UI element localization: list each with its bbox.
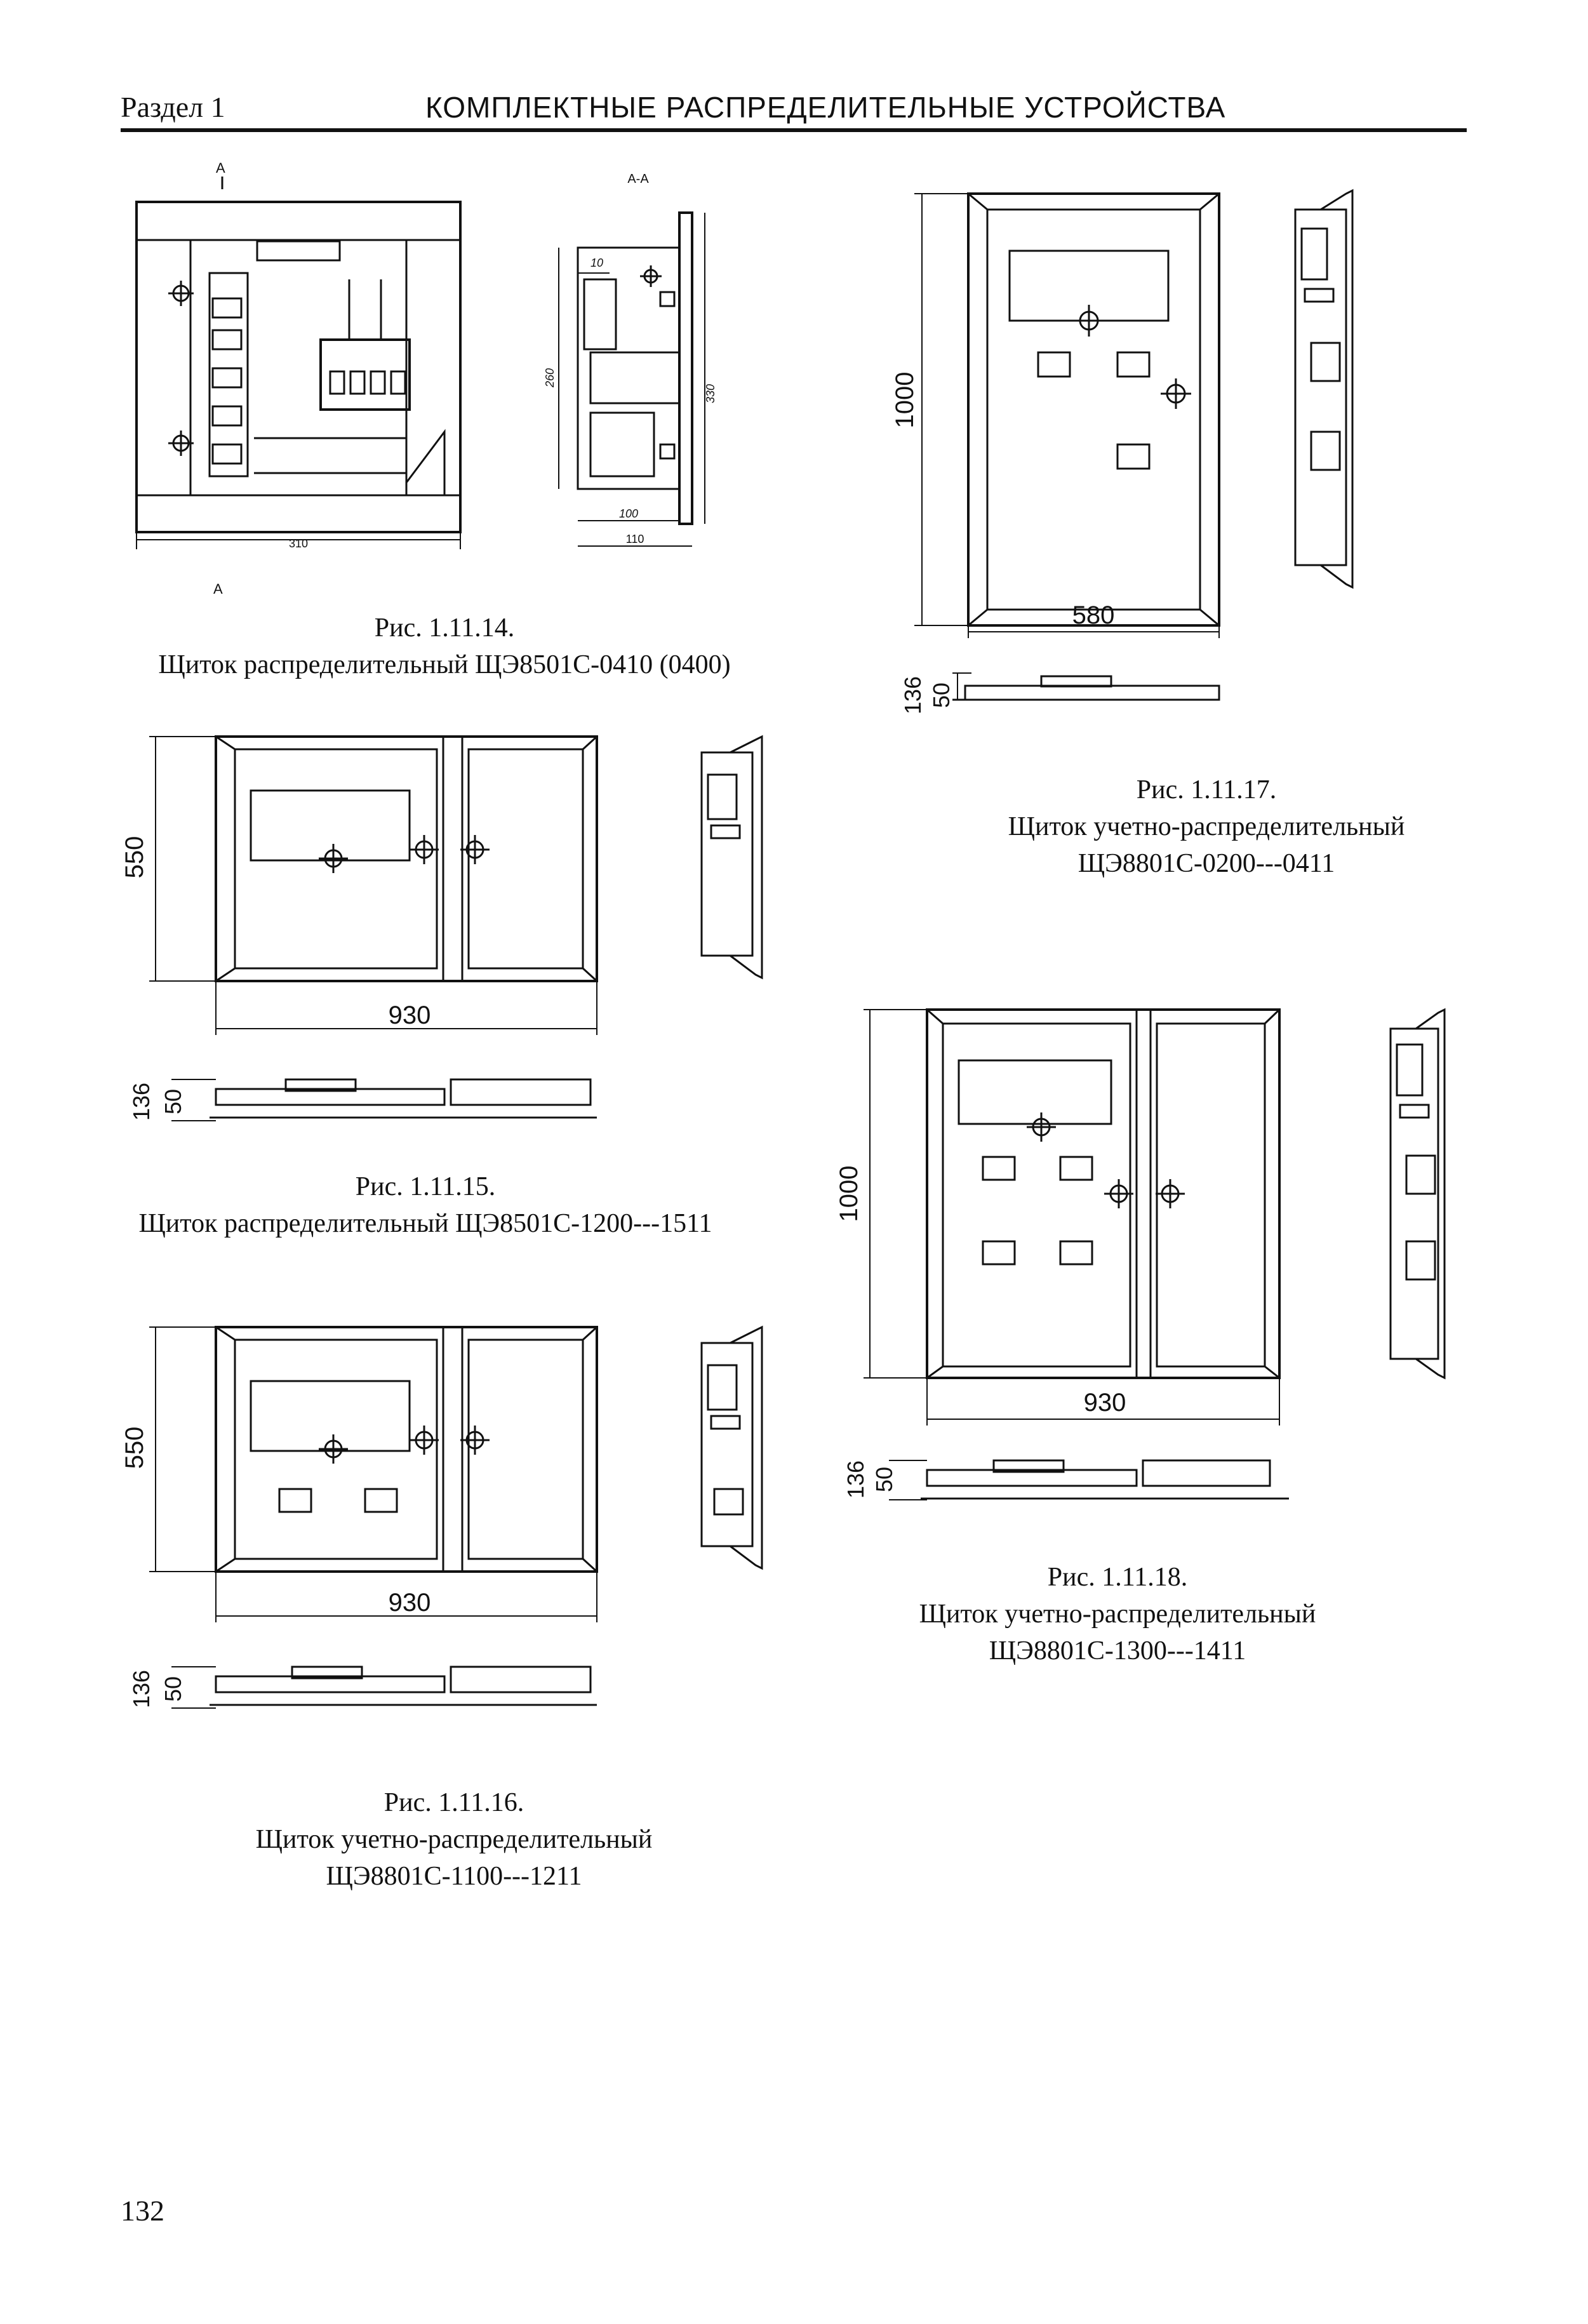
fig17-dim-height: 1000 [891,372,919,429]
fig16-bottom-view [171,1666,597,1709]
fig16-caption: Рис. 1.11.16. Щиток учетно-распределител… [137,1784,771,1895]
fig15-dim-height: 550 [121,836,149,879]
fig17-caption: Рис. 1.11.17. Щиток учетно-распределител… [889,771,1524,882]
fig16-caption-title: Щиток учетно-распределительный [255,1825,653,1854]
page-number: 132 [121,2194,164,2227]
fig17-dim-width: 580 [1072,601,1115,629]
fig14-section-mark-bottom: А [213,581,223,597]
fig14-dim-110: 110 [626,533,644,545]
fig17-dim-depth2: 50 [928,683,954,708]
fig14-dim-10: 10 [590,257,603,269]
fig18-side-view [1389,1008,1446,1380]
fig14-dim-width: 310 [289,537,308,550]
page-title: КОМПЛЕКТНЫЕ РАСПРЕДЕЛИТЕЛЬНЫЕ УСТРОЙСТВА [425,91,1226,124]
fig14-section-mark-top: А [216,160,225,176]
fig18-bottom-view [889,1459,1289,1500]
fig14-caption-number: Рис. 1.11.14. [374,613,515,643]
fig18-caption-model: ЩЭ8801С-1300---1411 [989,1636,1246,1666]
fig16-dim-depth: 136 [128,1670,154,1708]
fig16-dim-height: 550 [121,1427,149,1469]
fig16-front-view [149,1326,598,1622]
fig15-side-view [700,735,763,980]
fig17-caption-title: Щиток учетно-распределительный [1008,812,1405,841]
fig14-caption: Рис. 1.11.14. Щиток распределительный ЩЭ… [127,610,762,683]
fig18-dim-width: 930 [1084,1389,1126,1417]
section-label: Раздел 1 [121,91,225,123]
fig14-dim-330: 330 [704,384,717,403]
fig15-dim-depth: 136 [128,1083,154,1121]
fig16-dim-depth2: 50 [160,1676,186,1702]
fig17-caption-number: Рис. 1.11.17. [1136,775,1277,805]
fig17-dim-depth: 136 [900,676,926,714]
fig18-dim-height: 1000 [835,1166,863,1222]
fig14-dim-260: 260 [544,368,556,388]
fig17-bottom-view [952,672,1220,701]
fig14-dim-100: 100 [619,507,638,520]
fig18-caption-number: Рис. 1.11.18. [1047,1563,1188,1592]
fig14-section-view [558,211,705,547]
fig16-dim-width: 930 [389,1589,431,1617]
fig15-caption: Рис. 1.11.15. Щиток распределительный ЩЭ… [108,1168,743,1242]
fig18-front-view [864,1008,1281,1426]
fig14-section-label: А-А [627,172,649,186]
fig18-dim-depth2: 50 [871,1467,897,1492]
fig18-caption-title: Щиток учетно-распределительный [919,1599,1316,1629]
fig18-dim-depth: 136 [843,1460,869,1499]
fig17-side-view [1294,189,1354,589]
fig16-caption-model: ЩЭ8801С-1100---1211 [326,1862,582,1891]
fig16-side-view [700,1325,763,1570]
header-rule [121,128,1467,132]
fig14-caption-title: Щиток распределительный ЩЭ8501С-0410 (04… [158,650,731,679]
fig15-front-view [149,735,598,1035]
fig15-caption-title: Щиток распределительный ЩЭ8501С-1200---1… [138,1209,712,1238]
fig15-dim-depth2: 50 [160,1089,186,1114]
fig16-caption-number: Рис. 1.11.16. [384,1788,524,1817]
fig15-caption-number: Рис. 1.11.15. [355,1172,496,1201]
fig17-front-view [914,192,1220,638]
fig15-bottom-view [171,1078,597,1121]
fig17-caption-model: ЩЭ8801С-0200---0411 [1078,849,1335,878]
fig15-dim-width: 930 [389,1001,431,1029]
fig14-front-view [135,201,462,549]
fig18-caption: Рис. 1.11.18. Щиток учетно-распределител… [800,1559,1435,1669]
